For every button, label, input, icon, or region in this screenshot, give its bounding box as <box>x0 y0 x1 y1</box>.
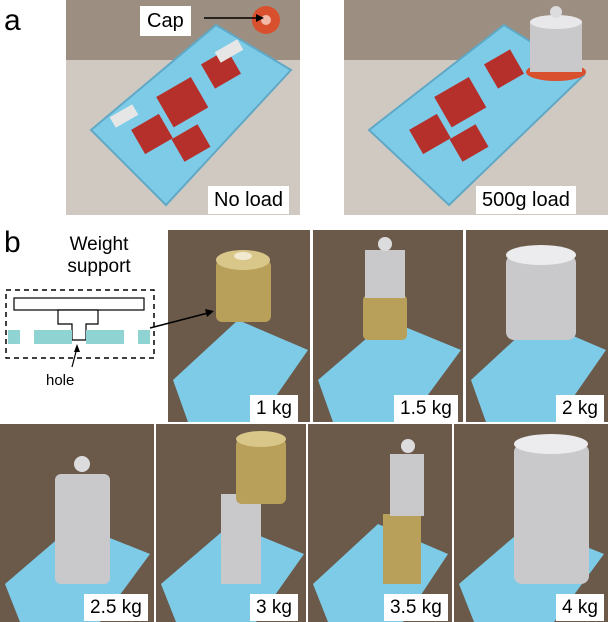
weight-label-1kg: 1 kg <box>250 395 298 422</box>
photo-500g-load <box>344 0 608 215</box>
weight-support-diagram: Weight support hole <box>0 232 168 402</box>
no-load-label: No load <box>208 186 289 214</box>
diagram-base-mid <box>34 330 72 344</box>
diagram-base-far-right <box>138 330 150 344</box>
500g-load-label: 500g load <box>476 186 576 214</box>
photo-1kg <box>168 230 310 422</box>
photo-3kg <box>156 424 306 622</box>
photo-2kg <box>466 230 608 422</box>
diagram-base-right <box>86 330 124 344</box>
photo-2-5kg <box>0 424 154 622</box>
photo-4kg <box>454 424 608 622</box>
panel-a-letter: a <box>4 4 21 37</box>
weight-label-1-5kg: 1.5 kg <box>394 395 458 422</box>
weight-label-4kg: 4 kg <box>556 594 604 621</box>
weight-label-3kg: 3 kg <box>250 594 298 621</box>
panel-b-letter: b <box>4 226 21 259</box>
photo-3-5kg <box>308 424 452 622</box>
weight-support-title: Weight support <box>67 234 131 277</box>
weight-label-3-5kg: 3.5 kg <box>384 594 448 621</box>
diagram-top-plate <box>13 297 145 311</box>
weight-label-2-5kg: 2.5 kg <box>84 594 148 621</box>
photo-1-5kg <box>313 230 463 422</box>
cap-label: Cap <box>140 6 191 36</box>
weight-label-2kg: 2 kg <box>556 395 604 422</box>
photo-no-load <box>66 0 300 215</box>
hole-label: hole <box>46 372 75 389</box>
diagram-base-left <box>8 330 20 344</box>
